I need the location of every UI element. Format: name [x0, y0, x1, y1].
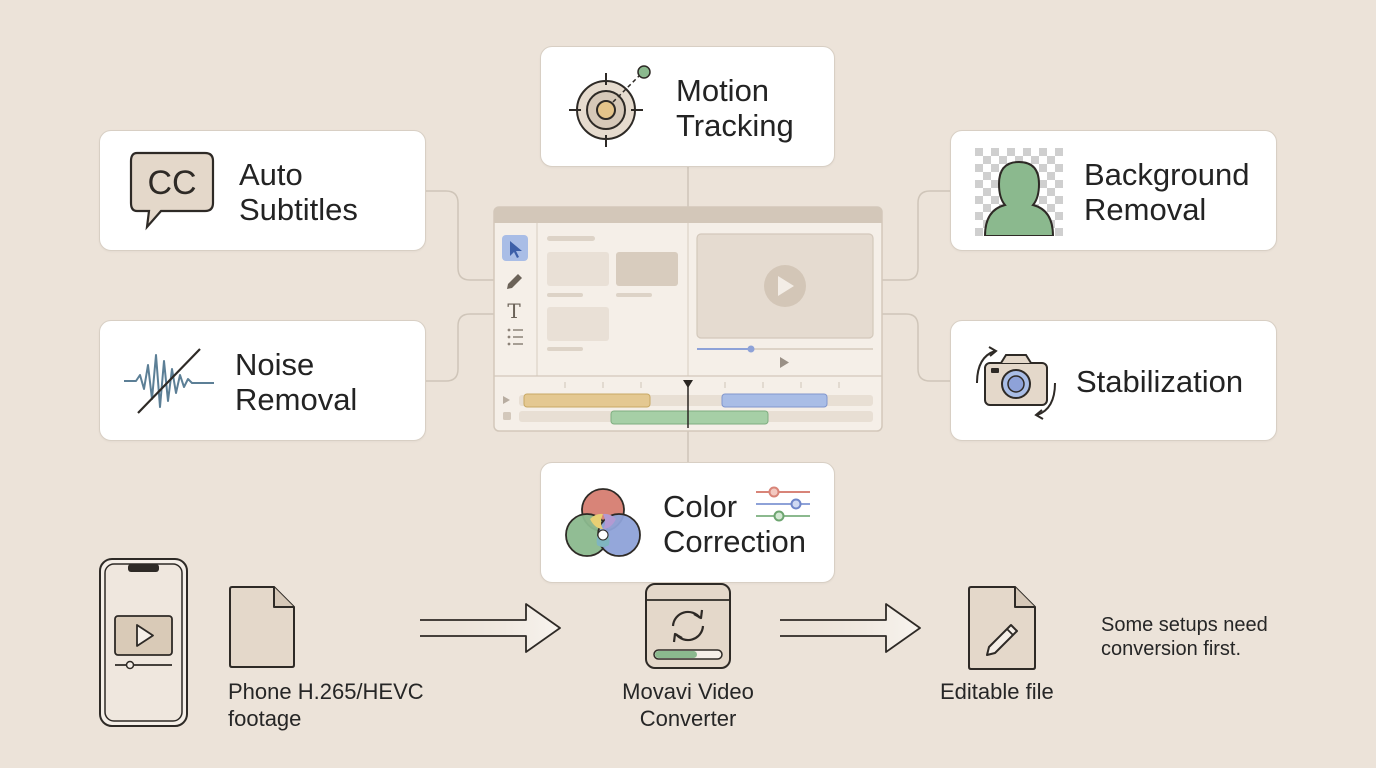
background-removal-label: Background Removal [1084, 157, 1250, 227]
source-label: Phone H.265/HEVC footage [228, 679, 424, 731]
conversion-note: Some setups need conversion first. [1101, 614, 1268, 660]
rgb-circles-icon [565, 488, 641, 557]
edit-file-icon [968, 586, 1036, 670]
noise-removal-card: Noise Removal [99, 320, 426, 441]
auto-subtitles-card: CC Auto Subtitles [99, 130, 426, 251]
convert-app-icon [645, 583, 731, 669]
cc-text: CC [147, 164, 196, 202]
video-editor-window: T [493, 206, 883, 432]
smartphone-video-icon [99, 558, 188, 727]
output-label: Editable file [940, 679, 1054, 704]
motion-tracking-card: Motion Tracking [540, 46, 835, 167]
color-correction-card: Color Correction [540, 462, 835, 583]
noise-removal-label: Noise Removal [235, 347, 358, 417]
color-correction-label: Color Correction [663, 489, 806, 559]
stabilization-card: Stabilization [950, 320, 1277, 441]
stabilization-label: Stabilization [1076, 364, 1244, 399]
converter-label: Movavi Video Converter [622, 679, 754, 731]
arrow-icon [780, 603, 921, 653]
background-removal-card: Background Removal [950, 130, 1277, 251]
file-icon [229, 586, 295, 668]
sliders-icon [756, 486, 810, 522]
target-icon [569, 65, 651, 147]
person-on-checkerboard-icon [975, 148, 1063, 236]
arrow-icon [420, 603, 561, 653]
crossed-waveform-icon [124, 348, 214, 414]
cc-speech-bubble-icon: CC [129, 151, 215, 231]
motion-tracking-label: Motion Tracking [676, 73, 794, 143]
auto-subtitles-label: Auto Subtitles [239, 157, 358, 227]
camera-rotate-icon [976, 346, 1056, 420]
svg-text:T: T [507, 299, 521, 323]
